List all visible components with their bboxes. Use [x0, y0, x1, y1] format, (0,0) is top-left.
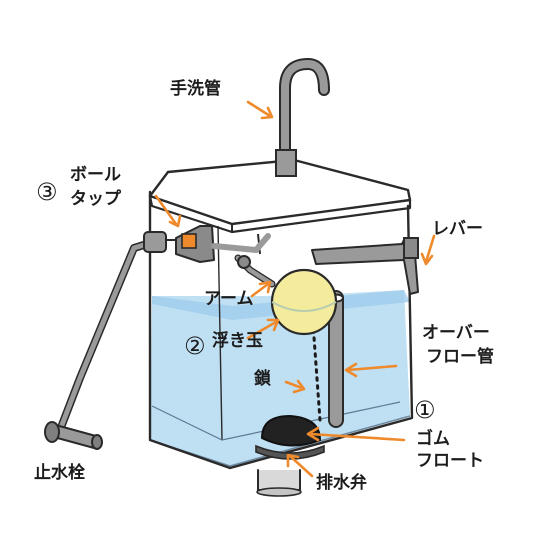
tank-water — [150, 290, 410, 466]
tank — [148, 158, 414, 497]
label-rubber-line1: ゴム — [416, 428, 450, 449]
label-stop-valve: 止水栓 — [34, 462, 85, 483]
label-arm: アーム — [204, 289, 253, 309]
stop-valve-pipe — [44, 236, 164, 450]
label-drain-valve: 排水弁 — [316, 472, 367, 493]
lever-icon — [257, 233, 419, 295]
label-overflow-line2: フロー管 — [426, 346, 494, 367]
label-float: 浮き玉 — [212, 330, 263, 351]
ball-tap-icon — [143, 225, 276, 288]
label-ball-tap-line1: ボール — [70, 165, 121, 185]
float-ball-icon — [270, 268, 338, 336]
label-lever: レバー — [432, 219, 483, 239]
label-ball-tap-line2: タップ — [70, 188, 122, 209]
stop-valve-icon — [44, 421, 103, 450]
rubber-float-icon — [255, 414, 325, 460]
faucet-icon — [275, 57, 330, 177]
label-overflow-line1: オーバー — [422, 323, 490, 343]
label-ball-tap-number: ③ — [36, 178, 58, 206]
leader-arrows — [154, 100, 436, 478]
label-chain: 鎖 — [254, 368, 272, 389]
label-float-number: ② — [184, 332, 206, 360]
label-faucet: 手洗管 — [170, 78, 221, 99]
label-rubber-line2: フロート — [416, 451, 484, 471]
label-rubber-number: ① — [414, 396, 436, 424]
